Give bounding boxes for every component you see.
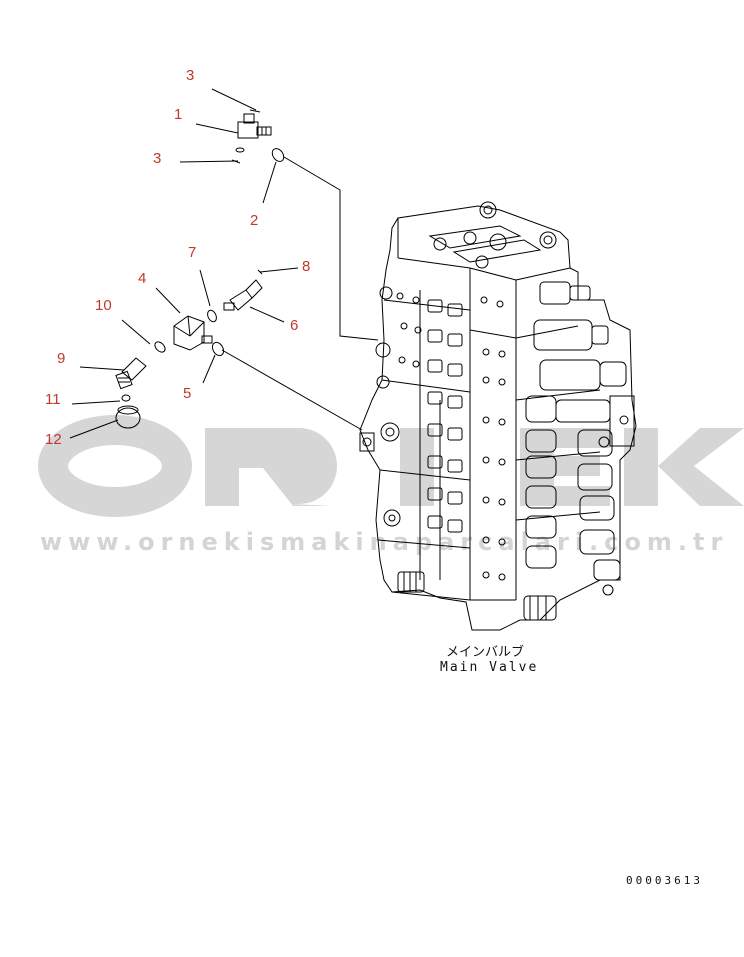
callout-4: 4 <box>138 270 147 287</box>
callout-8: 8 <box>302 258 311 275</box>
callout-7: 7 <box>188 244 197 261</box>
watermark-url: www.ornekismakinaparcalari.com.tr <box>40 528 729 556</box>
main-valve-label-en: Main Valve <box>440 660 539 675</box>
callout-11: 11 <box>45 391 61 408</box>
callout-5: 5 <box>183 385 192 402</box>
callout-10: 10 <box>95 297 112 314</box>
callout-12: 12 <box>45 431 62 448</box>
callout-3-mid: 3 <box>153 150 162 167</box>
callout-6: 6 <box>290 317 299 334</box>
callout-2: 2 <box>250 212 259 229</box>
callout-1: 1 <box>174 106 183 123</box>
drawing-number: 00003613 <box>626 874 703 887</box>
callout-9: 9 <box>57 350 66 367</box>
callout-3-top: 3 <box>186 67 195 84</box>
main-valve-label-jp: メインバルブ <box>446 645 525 660</box>
